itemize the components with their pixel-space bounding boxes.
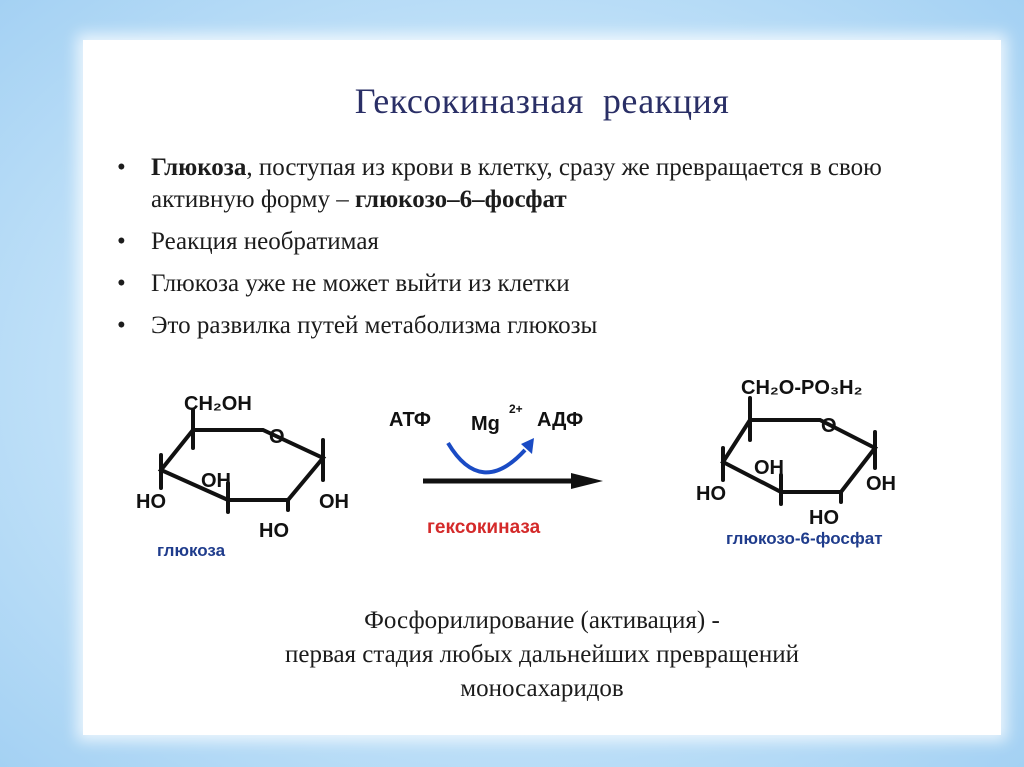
footer-text: Фосфорилирование (активация) - первая ст…	[83, 604, 1001, 706]
bullet-dot: •	[117, 270, 126, 297]
bullet-dot: •	[117, 312, 126, 339]
glucose6p-ring	[720, 418, 879, 494]
slide: Гексокиназная реакция • Глюкоза, поступа…	[83, 40, 1001, 735]
oh-right-label: OH	[866, 473, 896, 495]
ho-left-label: HO	[136, 491, 166, 513]
reaction-arrow-head	[571, 473, 603, 489]
footer-line: моносахаридов	[460, 675, 624, 702]
mg-label: Mg	[471, 413, 500, 435]
atp-label: АТФ	[389, 409, 431, 431]
cofactor-arc	[446, 441, 527, 475]
glucose-structure	[157, 408, 327, 514]
oh-right-label: OH	[319, 491, 349, 513]
ho-left-label: HO	[696, 483, 726, 505]
bold-term: глюкозо–6–фосфат	[354, 186, 567, 213]
slide-title: Гексокиназная реакция	[354, 81, 730, 121]
bold-term: Глюкоза	[151, 154, 247, 181]
bullet-dot: •	[117, 228, 126, 255]
glucose6p-labels: CH₂O-PO₃H₂ O OH HO OH HO глюкозо-6-фосфа…	[696, 377, 896, 548]
bullet-item: • Глюкоза, поступая из крови в клетку, с…	[115, 152, 975, 216]
ch2oh-label: CH₂OH	[184, 393, 252, 415]
bullet-text: Это развилка путей метаболизма глюкозы	[151, 312, 598, 339]
cofactor-arc-head	[521, 438, 534, 454]
ho-bottom-label: HO	[809, 507, 839, 529]
bullet-item: • Глюкоза уже не может выйти из клетки	[115, 268, 975, 300]
glucose6p-structure	[720, 396, 879, 506]
ring-oxygen-label: O	[821, 415, 837, 437]
glucose-name-label: глюкоза	[157, 541, 226, 560]
bullet-dot: •	[117, 154, 126, 181]
mg-charge-label: 2+	[509, 402, 523, 416]
bullet-text: Реакция необратимая	[151, 228, 379, 255]
oh-inner-label: OH	[754, 457, 784, 479]
reaction-arrow-group: АТФ Mg 2+ АДФ гексокиназа	[389, 402, 603, 538]
bullet-item: • Это развилка путей метаболизма глюкозы	[115, 310, 975, 342]
ch2o-po3h2-label: CH₂O-PO₃H₂	[741, 377, 862, 399]
glucose-ring	[157, 428, 327, 502]
reaction-diagram: CH₂OH O OH HO OH HO глюкоза АТФ Mg 2+ АД…	[136, 377, 896, 560]
enzyme-label: гексокиназа	[427, 517, 541, 538]
adp-label: АДФ	[537, 409, 583, 431]
footer-line: Фосфорилирование (активация) -	[364, 607, 720, 634]
ring-oxygen-label: O	[269, 426, 285, 448]
bullet-list: • Глюкоза, поступая из крови в клетку, с…	[115, 152, 975, 352]
glucose6p-name-label: глюкозо-6-фосфат	[726, 529, 883, 548]
bullet-item: • Реакция необратимая	[115, 226, 975, 258]
ho-bottom-label: HO	[259, 520, 289, 542]
footer-line: первая стадия любых дальнейших превращен…	[285, 641, 799, 668]
bullet-text: , поступая из крови в клетку, сразу же п…	[151, 154, 882, 213]
bullet-text: Глюкоза уже не может выйти из клетки	[151, 270, 570, 297]
glucose-labels: CH₂OH O OH HO OH HO глюкоза	[136, 393, 349, 560]
oh-inner-label: OH	[201, 470, 231, 492]
